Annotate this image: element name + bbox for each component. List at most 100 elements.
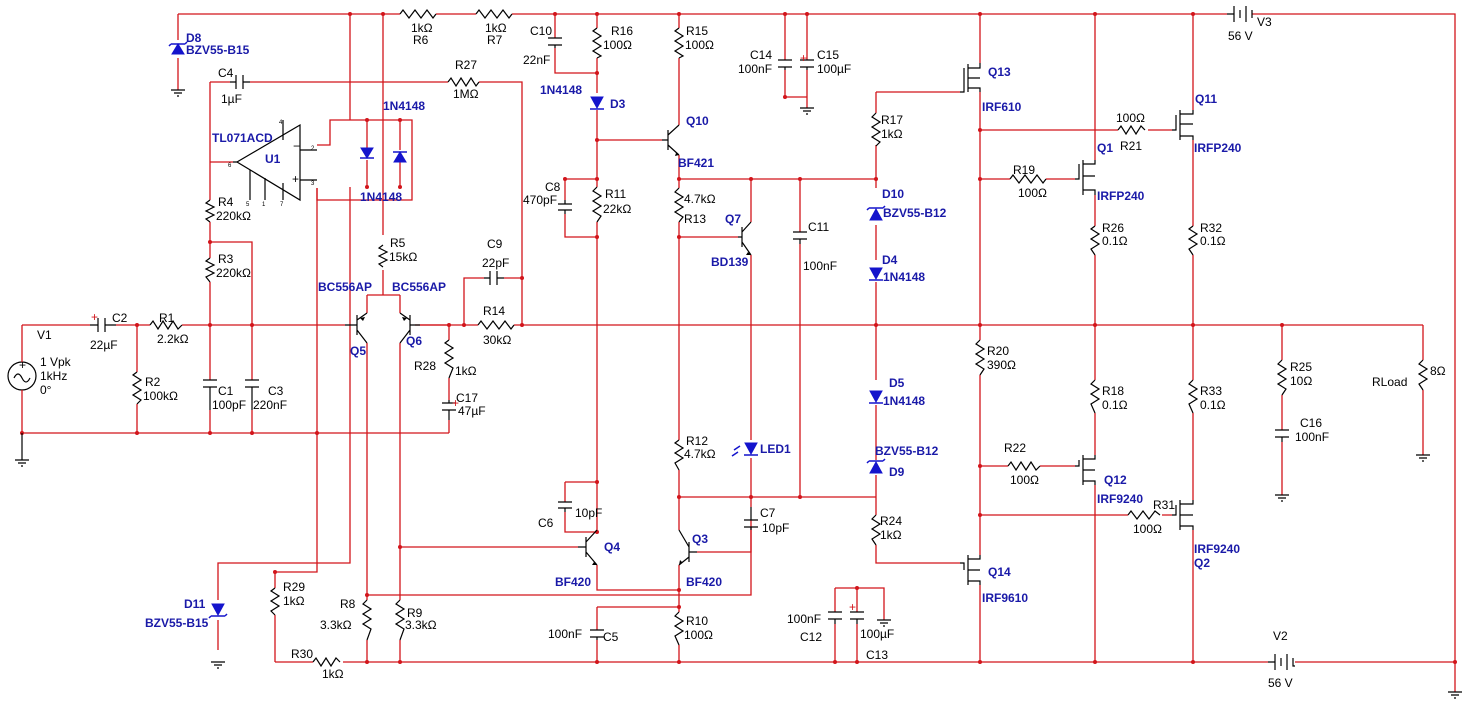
label-r9: R9 [407, 606, 423, 620]
resistor-r27 [447, 76, 480, 88]
resistor-rload [1417, 359, 1429, 391]
mosfet-q12 [1075, 455, 1096, 485]
label-c15-value: 100µF [817, 62, 851, 76]
label-bf420-q4: BF420 [555, 575, 591, 589]
label-r27-value: 1MΩ [453, 87, 479, 101]
resistor-r31 [1127, 510, 1161, 520]
capacitor-c14 [778, 59, 792, 70]
resistor-r29 [269, 587, 281, 616]
resistor-r9 [394, 599, 406, 641]
label-r17: R17 [881, 113, 903, 127]
label-c3-value: 220nF [253, 398, 287, 412]
label-c3: C3 [268, 384, 284, 398]
label-r2-value: 100kΩ [143, 389, 178, 403]
resistor-r20 [974, 339, 986, 376]
signal-source-v1: + [7, 325, 37, 433]
capacitor-c7 [744, 507, 758, 530]
label-c7-value: 10pF [762, 521, 789, 535]
label-c8: C8 [545, 180, 561, 194]
label-d9: D9 [889, 465, 905, 479]
resistor-r21 [1117, 124, 1146, 136]
mosfet-q11 [1172, 110, 1194, 140]
labels: D8 BZV55-B15 1kΩ R6 1kΩ R7 56 V V3 C4 1µ… [37, 15, 1446, 690]
label-v2-value: 56 V [1268, 676, 1293, 690]
label-r30-value: 1kΩ [322, 667, 344, 681]
grounds [15, 89, 1462, 699]
ground-symbol [800, 107, 814, 115]
label-r7: R7 [487, 33, 503, 47]
label-irf9610: IRF9610 [982, 591, 1028, 605]
zener-diode-d10 [869, 207, 883, 221]
capacitor-c13 [850, 611, 864, 624]
label-rload-value: 8Ω [1430, 364, 1446, 378]
label-bf421: BF421 [678, 156, 714, 170]
svg-text:−: − [293, 139, 300, 153]
label-r6-value: 1kΩ [411, 21, 433, 35]
label-r1: R1 [159, 311, 175, 325]
label-r19: R19 [1013, 163, 1035, 177]
ground-symbol [1448, 691, 1462, 699]
label-d5: D5 [889, 376, 905, 390]
label-q13: Q13 [988, 65, 1011, 79]
label-c6: C6 [538, 516, 554, 530]
label-d8: D8 [186, 31, 202, 45]
transistor-q5 [345, 312, 368, 344]
junctions [20, 12, 1457, 664]
opamp-pin-3: 3 [311, 181, 315, 187]
transistor-q7 [738, 221, 752, 256]
label-irfp240-q1: IRFP240 [1097, 189, 1145, 203]
label-v3: V3 [1257, 15, 1272, 29]
resistor-r12 [673, 439, 685, 471]
label-c15: C15 [817, 48, 839, 62]
resistor-r33 [1187, 379, 1199, 414]
label-q10: Q10 [686, 114, 709, 128]
label-r29: R29 [283, 580, 305, 594]
capacitors: + + + + [90, 37, 1289, 640]
resistor-r32 [1187, 225, 1199, 256]
label-c9-value: 22pF [482, 256, 509, 270]
resistor-r18 [1089, 379, 1101, 414]
batteries [1227, 6, 1295, 670]
label-r11-value: 22kΩ [603, 202, 631, 216]
resistor-r19 [1009, 174, 1047, 184]
ground-symbol [877, 619, 891, 627]
capacitor-c5 [590, 629, 604, 640]
label-r22: R22 [1004, 441, 1026, 455]
label-bf420-q3: BF420 [686, 575, 722, 589]
label-r31-value: 100Ω [1133, 522, 1162, 536]
svg-text:+: + [849, 600, 856, 614]
label-c6-value: 10pF [575, 506, 602, 520]
label-r27: R27 [455, 58, 477, 72]
label-c1: C1 [218, 384, 234, 398]
label-d10-part: BZV55-B12 [883, 206, 947, 220]
label-tl071: TL071ACD [212, 131, 273, 145]
transistor-q10 [662, 124, 680, 156]
label-c8-value: 470pF [523, 193, 557, 207]
label-d11-part: BZV55-B15 [145, 616, 209, 630]
label-v2: V2 [1273, 629, 1288, 643]
label-c11: C11 [808, 220, 829, 234]
transistors [345, 63, 1194, 585]
label-r7-value: 1kΩ [485, 21, 507, 35]
label-r22-value: 100Ω [1010, 473, 1039, 487]
label-r8-value: 3.3kΩ [320, 618, 352, 632]
resistor-r4 [204, 199, 216, 223]
label-c16-value: 100nF [1295, 430, 1329, 444]
resistor-r5 [377, 244, 389, 268]
label-r32-value: 0.1Ω [1200, 234, 1226, 248]
resistor-r14 [477, 320, 515, 330]
label-q5: Q5 [350, 344, 366, 358]
label-v1-frequency: 1kHz [40, 369, 67, 383]
capacitor-c6 [558, 501, 572, 512]
capacitor-c4 [230, 75, 250, 89]
label-r8: R8 [340, 597, 356, 611]
capacitor-c12 [828, 611, 842, 624]
label-c5: C5 [603, 630, 619, 644]
label-r21-value: 100Ω [1116, 111, 1145, 125]
resistor-r16 [591, 27, 603, 59]
label-r18-value: 0.1Ω [1102, 398, 1128, 412]
label-r5: R5 [390, 236, 406, 250]
battery-v2 [1268, 654, 1295, 670]
capacitor-c8 [558, 200, 572, 214]
